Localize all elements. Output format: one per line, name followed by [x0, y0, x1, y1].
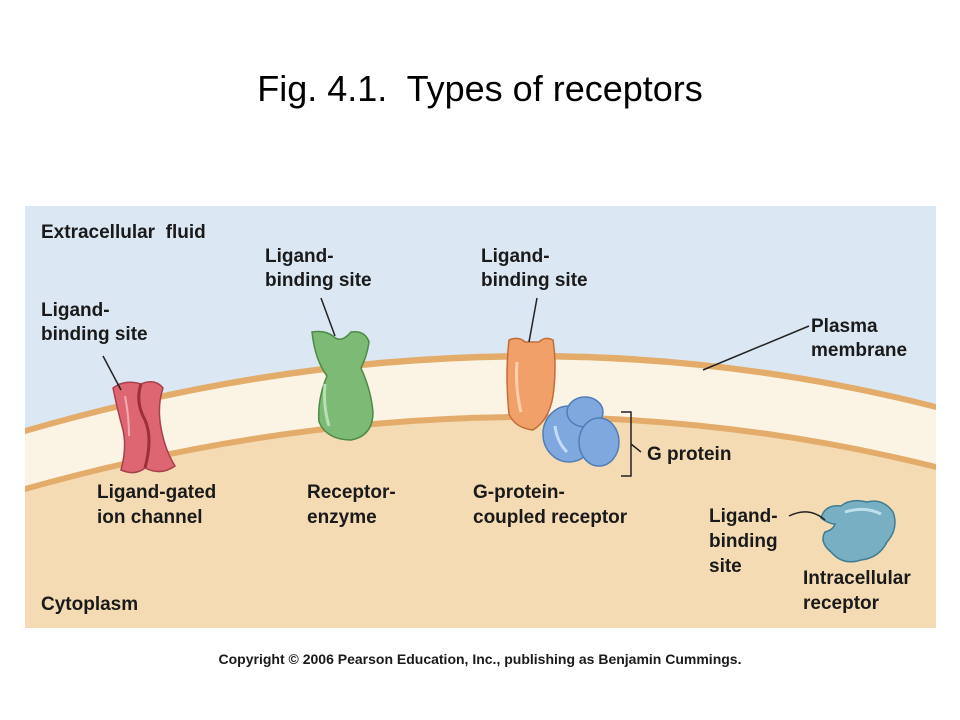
enzyme-binding-site-label-1: Ligand- — [265, 246, 334, 267]
g-protein — [542, 396, 620, 467]
cytoplasm-label: Cytoplasm — [41, 594, 138, 615]
plasma-membrane-label-1: Plasma — [811, 316, 878, 337]
copyright-notice: Copyright © 2006 Pearson Education, Inc.… — [218, 651, 742, 667]
intracellular-receptor — [820, 499, 896, 563]
ligand-gated-name-label-1: Ligand-gated — [97, 482, 216, 503]
intracellular-binding-site-label-2: binding — [709, 531, 778, 552]
plasma-membrane-label-2: membrane — [811, 340, 907, 361]
g-protein-label: G protein — [647, 444, 731, 465]
gpcr-name-label-2: coupled receptor — [473, 507, 628, 528]
pointer-line — [702, 325, 810, 371]
g-protein-bracket — [621, 411, 642, 477]
extracellular-fluid-label: Extracellular fluid — [41, 222, 206, 243]
ligand-gated-name-label-2: ion channel — [97, 507, 203, 528]
receptor-enzyme — [311, 330, 374, 441]
intracellular-binding-site-label-1: Ligand- — [709, 506, 778, 527]
pointer-line — [788, 511, 826, 521]
enzyme-name-label-1: Receptor- — [307, 482, 396, 503]
receptor-diagram: Extracellular fluid Cytoplasm Ligand- bi… — [25, 206, 936, 628]
slide-title: Fig. 4.1. Types of receptors — [257, 68, 703, 109]
intracellular-name-label-1: Intracellular — [803, 568, 911, 589]
receptor-types-figure: Extracellular fluid Cytoplasm Ligand- bi… — [25, 206, 936, 628]
gpcr-binding-site-label-1: Ligand- — [481, 246, 550, 267]
cytoplasm-region — [25, 420, 936, 628]
ligand-gated-ion-channel — [112, 381, 177, 474]
pointer-line — [528, 297, 538, 343]
intracellular-name-label-2: receptor — [803, 593, 880, 614]
enzyme-name-label-2: enzyme — [307, 507, 377, 528]
ligand-gated-binding-site-label-2: binding site — [41, 324, 148, 345]
g-protein-coupled-receptor — [506, 337, 556, 431]
ligand-gated-binding-site-label-1: Ligand- — [41, 300, 110, 321]
gpcr-name-label-1: G-protein- — [473, 482, 565, 503]
pointer-line — [102, 355, 122, 391]
enzyme-binding-site-label-2: binding site — [265, 270, 372, 291]
gpcr-binding-site-label-2: binding site — [481, 270, 588, 291]
intracellular-binding-site-label-3: site — [709, 556, 742, 577]
pointer-line — [320, 297, 336, 337]
